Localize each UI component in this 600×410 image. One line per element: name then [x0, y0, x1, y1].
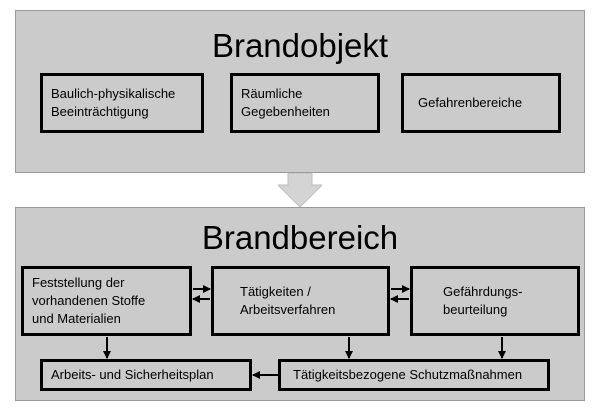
box-arbeits-sicherheitsplan: Arbeits- und Sicherheitsplan [40, 359, 252, 391]
box-raeumliche-gegebenheiten: Räumliche Gegebenheiten [230, 73, 380, 133]
brandbereich-title: Brandbereich [201, 219, 399, 256]
box-raeumliche-gegebenheiten-label: Räumliche Gegebenheiten [241, 86, 330, 119]
box-taetigkeiten-label: Tätigkeiten / Arbeitsverfahren [240, 284, 336, 317]
box-taetigkeiten: Tätigkeiten / Arbeitsverfahren [211, 266, 390, 336]
box-baulich-physikalische: Baulich-physikalische Beeinträchtigung [40, 73, 204, 133]
box-gefahrenbereiche-label: Gefahrenbereiche [418, 95, 523, 110]
flow-down-arrow-icon [278, 173, 322, 207]
box-arbeits-sicherheitsplan-label: Arbeits- und Sicherheitsplan [51, 367, 214, 382]
box-feststellung-stoffe-label: Feststellung der vorhandenen Stoffe und … [32, 275, 146, 326]
box-gefahrenbereiche: Gefahrenbereiche [401, 73, 561, 133]
box-baulich-physikalische-label: Baulich-physikalische Beeinträchtigung [51, 86, 176, 119]
box-schutzmassnahmen: Tätigkeitsbezogene Schutzmaßnahmen [278, 359, 550, 391]
box-schutzmassnahmen-label: Tätigkeitsbezogene Schutzmaßnahmen [293, 367, 523, 382]
box-gefaehrdungsbeurteilung-label: Gefährdungs- beurteilung [443, 284, 523, 317]
brandobjekt-title: Brandobjekt [211, 27, 389, 64]
box-gefaehrdungsbeurteilung: Gefährdungs- beurteilung [410, 266, 580, 336]
box-feststellung-stoffe: Feststellung der vorhandenen Stoffe und … [21, 266, 192, 336]
